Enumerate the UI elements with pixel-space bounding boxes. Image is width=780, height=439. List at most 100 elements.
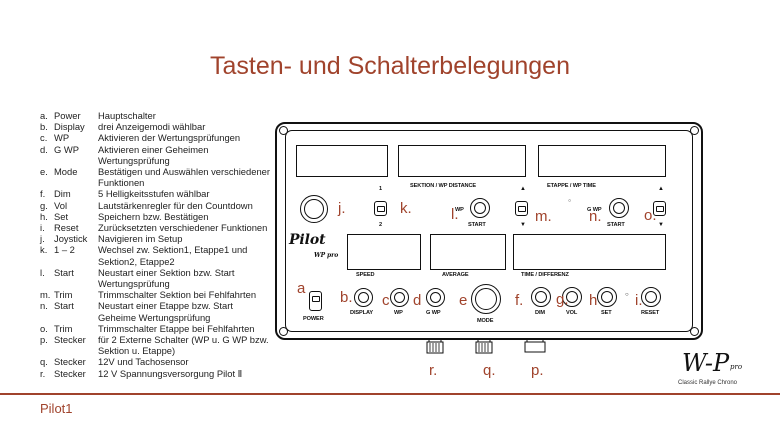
legend-row: Geheime Wertungsprüfung	[40, 312, 285, 323]
legend-name: Stecker	[54, 356, 86, 368]
callout-l: l.	[451, 206, 459, 223]
legend-name: Start	[54, 266, 74, 278]
label-set: SET	[601, 310, 612, 316]
legend-key: r.	[40, 367, 46, 379]
callout-a: a	[297, 280, 306, 297]
callout-e: e	[459, 292, 468, 309]
logo-sub-mark: pro	[730, 363, 743, 371]
screw-bottom-right	[690, 327, 699, 336]
label-mode: MODE	[477, 318, 494, 324]
legend-desc: Hauptschalter	[98, 110, 156, 121]
legend-name	[54, 256, 98, 267]
slide-title: Tasten- und Schalterbelegungen	[210, 52, 570, 80]
gwp-button[interactable]	[426, 288, 445, 307]
legend-desc: 5 Helligkeitsstufen wählbar	[98, 188, 210, 200]
trim-sektion-toggle[interactable]	[515, 201, 528, 216]
legend-name: Set	[54, 210, 69, 222]
legend-desc: 12V und Tachosensor	[98, 356, 189, 368]
display-button[interactable]	[354, 288, 373, 307]
legend-desc: für 2 Externe Schalter (WP u. G WP bzw.	[98, 334, 269, 346]
label-wp: WP	[394, 310, 403, 316]
legend-desc: 12 V Spannungsversorgung Pilot Ⅱ	[98, 367, 243, 379]
display-etappe-wp	[538, 145, 666, 177]
legend-name: Trim	[54, 289, 73, 301]
mode-rotary-knob[interactable]	[471, 284, 501, 314]
legend-desc: Bestätigen und Auswählen verschiedener	[98, 166, 270, 178]
callout-n: n.	[589, 208, 602, 225]
legend-row: Sektion2, Etappe2	[40, 256, 285, 267]
footer-label: Pilot1	[40, 401, 73, 416]
indicator-dot-icon: ○	[568, 198, 571, 204]
legend-name	[54, 312, 98, 323]
display-sektion-wp	[398, 145, 526, 177]
label-reset: RESET	[641, 310, 660, 316]
legend-key: n.	[40, 300, 48, 312]
legend-desc: drei Anzeigemodi wählbar	[98, 121, 206, 133]
label-display: DISPLAY	[350, 310, 374, 316]
set-button[interactable]	[597, 287, 617, 307]
brand-wp-pro: WP pro	[314, 252, 339, 259]
legend-desc: Neustart einer Sektion bzw. Start	[98, 266, 235, 278]
dim-button[interactable]	[531, 287, 551, 307]
legend-name: 1 – 2	[54, 244, 75, 256]
label-start: START	[468, 222, 486, 228]
wp-pro-logo: W-P pro	[678, 349, 748, 387]
legend-name: Trim	[54, 322, 73, 334]
connector-p-icon	[524, 338, 546, 353]
legend-key: d.	[40, 143, 48, 155]
legend-desc: Zurücksetzten verschiedener Funktionen	[98, 222, 268, 234]
legend-desc: Wertungsprüfung	[98, 278, 170, 290]
legend-key: h.	[40, 210, 48, 222]
power-switch[interactable]	[309, 291, 322, 311]
legend-name	[54, 278, 98, 289]
connector-r-icon	[426, 338, 444, 354]
label-gwp-start: G WP	[587, 207, 602, 213]
display-average	[430, 234, 506, 270]
legend-key	[40, 256, 54, 267]
callout-j: j.	[338, 200, 346, 217]
joystick-knob[interactable]	[300, 195, 328, 223]
legend-desc: Neustart einer Etappe bzw. Start	[98, 300, 233, 312]
legend-key: e.	[40, 166, 48, 178]
legend-desc: Funktionen	[98, 177, 145, 189]
label-dim: DIM	[535, 310, 545, 316]
legend-name: Start	[54, 300, 74, 312]
reset-button[interactable]	[641, 287, 661, 307]
legend-key: a.	[40, 110, 48, 121]
legend-row: Wertungsprüfung	[40, 155, 285, 166]
start-sektion-button[interactable]	[470, 198, 490, 218]
legend-key: b.	[40, 121, 48, 133]
legend-row: a. Power Hauptschalter	[40, 110, 285, 121]
legend-name: Power	[54, 110, 81, 121]
display-speed	[347, 234, 421, 270]
label-gwp: G WP	[426, 310, 441, 316]
legend-name: G WP	[54, 143, 79, 155]
toggle-1-2[interactable]	[374, 201, 387, 216]
legend-name: WP	[54, 132, 70, 144]
legend-name: Joystick	[54, 233, 88, 245]
connector-q-icon	[475, 338, 493, 354]
label-two: 2	[379, 222, 383, 228]
legend-desc: Sektion u. Etappe)	[98, 345, 176, 357]
label-etappe-wp: ETAPPE / WP TIME	[547, 183, 596, 189]
trim-etappe-toggle[interactable]	[653, 201, 666, 216]
footer-divider	[0, 393, 780, 395]
label-speed: SPEED	[356, 272, 375, 278]
screw-top-right	[690, 126, 699, 135]
legend-key: f.	[40, 188, 46, 200]
wp-button[interactable]	[390, 288, 409, 307]
label-vol: VOL	[566, 310, 578, 316]
legend-key	[40, 155, 54, 166]
logo-tagline: Classic Rallye Chrono	[678, 380, 738, 386]
legend-desc: Geheime Wertungsprüfung	[98, 311, 211, 323]
vol-knob[interactable]	[562, 287, 582, 307]
start-etappe-button[interactable]	[609, 198, 629, 218]
legend-key: k.	[40, 244, 48, 256]
